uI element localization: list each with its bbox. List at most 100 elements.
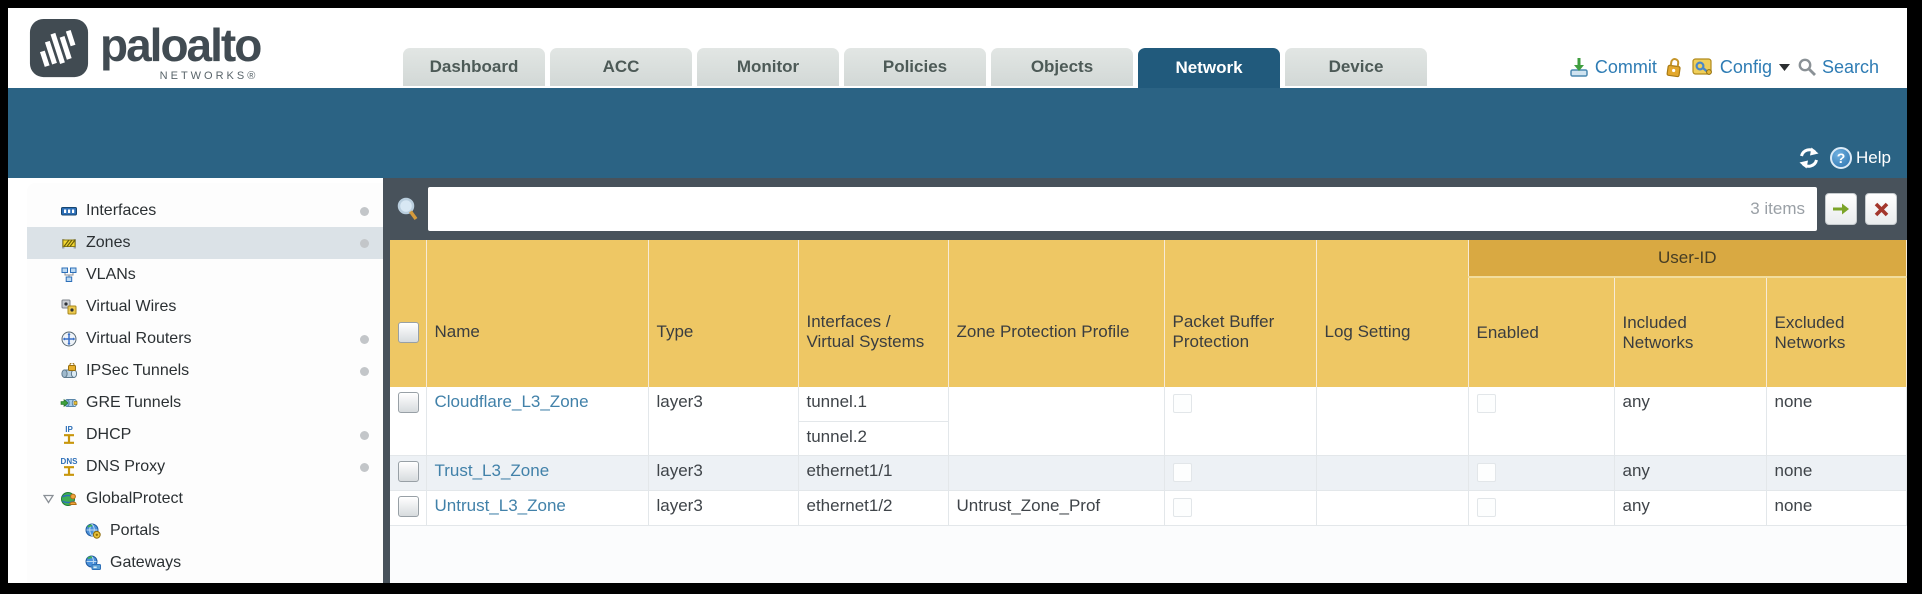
refresh-icon[interactable]	[1797, 146, 1821, 170]
packet-buffer-checkbox[interactable]	[1172, 497, 1192, 517]
table-row: Trust_L3_Zone layer3 ethernet1/1 any non…	[390, 455, 1907, 491]
zone-name-link[interactable]: Untrust_L3_Zone	[434, 495, 566, 515]
config-menu[interactable]: Config	[1691, 56, 1790, 78]
col-header-type[interactable]: Type	[648, 240, 799, 387]
col-header-excluded-networks[interactable]: Excluded Networks	[1766, 277, 1907, 387]
help-glyph: ?	[1836, 150, 1846, 166]
help-button[interactable]: ? Help	[1830, 147, 1891, 169]
logo-sub-text: NETWORKS®	[159, 70, 259, 82]
status-dot	[360, 335, 369, 344]
row-select-cell	[390, 387, 427, 456]
col-header-interfaces[interactable]: Interfaces / Virtual Systems	[798, 240, 949, 387]
apply-filter-button[interactable]	[1825, 193, 1857, 225]
userid-enabled-checkbox[interactable]	[1476, 462, 1496, 482]
filter-input[interactable]	[428, 187, 1817, 231]
col-header-name[interactable]: Name	[426, 240, 649, 387]
included-networks-cell: any	[1614, 387, 1767, 456]
sidebar-item-gateways[interactable]: Gateways	[27, 547, 383, 579]
userid-enabled-checkbox[interactable]	[1476, 497, 1496, 517]
virtual-wires-icon	[59, 299, 79, 315]
select-all-header	[390, 240, 427, 387]
userid-enabled-checkbox[interactable]	[1476, 394, 1496, 413]
filter-toolbar: 3 items	[390, 178, 1907, 240]
row-select-cell	[390, 455, 427, 491]
sidebar-item-interfaces[interactable]: Interfaces	[27, 195, 383, 227]
vlans-icon	[59, 267, 79, 283]
zone-type-cell: layer3	[648, 387, 799, 456]
select-all-checkbox[interactable]	[398, 321, 419, 343]
commit-label: Commit	[1594, 56, 1657, 77]
zone-interface-cell: tunnel.1	[798, 387, 949, 422]
expander-triangle-icon[interactable]	[43, 494, 54, 504]
sidebar-item-portals[interactable]: Portals	[27, 515, 383, 547]
row-select-cell	[390, 490, 427, 526]
sidebar-item-virtual-wires[interactable]: Virtual Wires	[27, 291, 383, 323]
packet-buffer-checkbox[interactable]	[1172, 462, 1192, 482]
packet-buffer-checkbox[interactable]	[1172, 394, 1192, 413]
dns-proxy-icon-text: DNS	[60, 457, 78, 466]
table-row: Cloudflare_L3_Zone layer3 tunnel.1 any n…	[390, 387, 1907, 456]
paloalto-logo: paloalto NETWORKS®	[28, 17, 262, 82]
tab-acc[interactable]: ACC	[550, 48, 692, 86]
sidebar-item-label: Virtual Wires	[86, 298, 177, 315]
content-area: 3 items	[383, 178, 1907, 583]
clear-filter-button[interactable]	[1865, 193, 1897, 225]
tab-device[interactable]: Device	[1285, 48, 1427, 86]
sidebar-item-gre-tunnels[interactable]: GRE Tunnels	[27, 387, 383, 419]
row-checkbox[interactable]	[398, 495, 419, 517]
dhcp-icon-text: IP	[65, 425, 73, 434]
sidebar-item-label: Zones	[86, 234, 131, 251]
help-label: Help	[1856, 148, 1891, 167]
sidebar-item-zones[interactable]: Zones	[27, 227, 383, 259]
teal-banner: ? Help	[8, 88, 1907, 178]
lock-icon[interactable]	[1664, 56, 1684, 78]
tab-monitor[interactable]: Monitor	[697, 48, 839, 86]
sidebar-item-globalprotect[interactable]: GlobalProtect	[27, 483, 383, 515]
included-networks-cell: any	[1614, 455, 1767, 491]
zones-icon	[59, 235, 79, 251]
globalprotect-icon	[59, 491, 79, 507]
col-header-log-setting[interactable]: Log Setting	[1316, 240, 1469, 387]
interfaces-icon	[59, 203, 79, 219]
packet-buffer-cell	[1164, 490, 1317, 526]
zones-table: Name Type Interfaces / Virtual Systems Z…	[390, 240, 1907, 526]
table-subrow: tunnel.2	[390, 421, 1907, 456]
gateways-icon	[83, 555, 103, 571]
excluded-networks-cell: none	[1766, 455, 1907, 491]
log-setting-cell	[1316, 455, 1469, 491]
sidebar-item-vlans[interactable]: VLANs	[27, 259, 383, 291]
top-header: paloalto NETWORKS® Dashboard ACC Monitor…	[8, 8, 1907, 88]
userid-enabled-cell	[1468, 387, 1615, 456]
zone-type-cell: layer3	[648, 490, 799, 526]
sidebar-item-label: Interfaces	[86, 202, 157, 219]
sidebar-item-virtual-routers[interactable]: Virtual Routers	[27, 323, 383, 355]
packet-buffer-cell	[1164, 455, 1317, 491]
commit-button[interactable]: Commit	[1568, 56, 1657, 78]
virtual-routers-icon	[59, 331, 79, 347]
zone-type-cell: layer3	[648, 455, 799, 491]
search-menu[interactable]: Search	[1797, 57, 1879, 78]
status-dot	[360, 463, 369, 472]
sidebar-item-label: DHCP	[86, 426, 132, 443]
row-checkbox[interactable]	[398, 392, 419, 413]
col-header-zone-protection[interactable]: Zone Protection Profile	[948, 240, 1165, 387]
col-header-enabled[interactable]: Enabled	[1468, 277, 1615, 387]
row-checkbox[interactable]	[398, 460, 419, 482]
tab-network[interactable]: Network	[1138, 48, 1280, 88]
table-row: Untrust_L3_Zone layer3 ethernet1/2 Untru…	[390, 490, 1907, 526]
sidebar-item-dhcp[interactable]: IP DHCP	[27, 419, 383, 451]
sidebar-item-ipsec-tunnels[interactable]: IPSec Tunnels	[27, 355, 383, 387]
zone-name-link[interactable]: Cloudflare_L3_Zone	[434, 392, 589, 411]
green-arrow-icon	[1833, 203, 1849, 215]
sidebar-item-label: GRE Tunnels	[86, 394, 182, 411]
tab-objects[interactable]: Objects	[991, 48, 1133, 86]
zone-protection-cell	[948, 455, 1165, 491]
col-header-packet-buffer[interactable]: Packet Buffer Protection	[1164, 240, 1317, 387]
sidebar-item-dns-proxy[interactable]: DNS DNS Proxy	[27, 451, 383, 483]
col-header-included-networks[interactable]: Included Networks	[1614, 277, 1767, 387]
zone-name-link[interactable]: Trust_L3_Zone	[434, 460, 550, 480]
ipsec-tunnels-icon	[59, 363, 79, 379]
tab-dashboard[interactable]: Dashboard	[403, 48, 545, 86]
tab-policies[interactable]: Policies	[844, 48, 986, 86]
